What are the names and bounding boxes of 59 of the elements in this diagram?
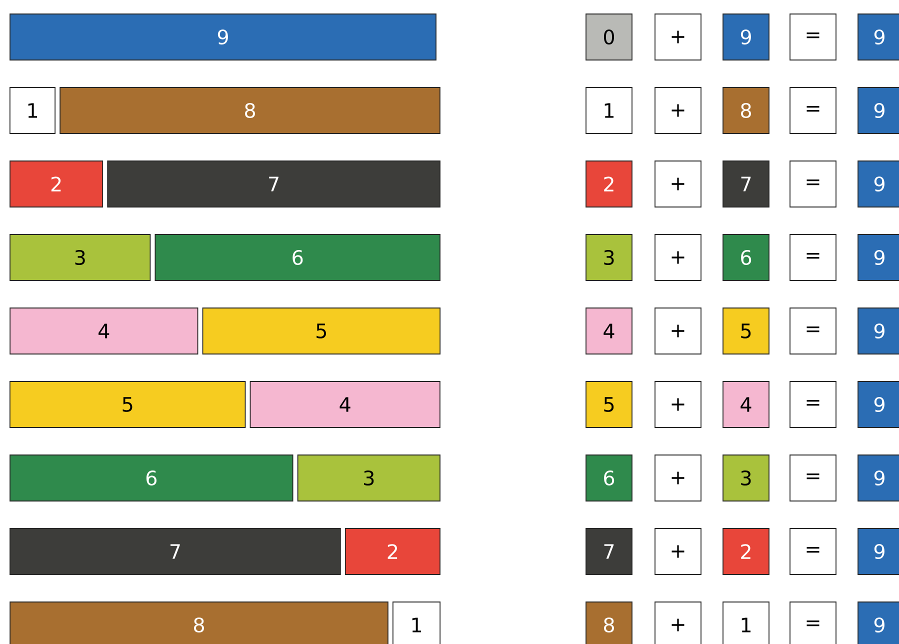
rod: 4 — [250, 381, 440, 428]
number-square: 6 — [722, 234, 770, 281]
number-square: 7 — [586, 528, 632, 575]
sign-square: + — [654, 87, 702, 134]
number-square: 4 — [586, 308, 632, 354]
number-square: 9 — [858, 14, 899, 60]
number-square: 8 — [586, 602, 632, 644]
number-square: 5 — [586, 381, 632, 428]
sign-square: = — [790, 14, 836, 60]
number-square: 9 — [858, 87, 899, 134]
number-square: 6 — [586, 454, 632, 502]
rod: 3 — [10, 234, 151, 281]
rod: 4 — [10, 308, 198, 354]
rod: 5 — [10, 381, 246, 428]
rod: 7 — [10, 528, 341, 575]
number-square: 9 — [858, 160, 899, 208]
rod: 3 — [297, 454, 440, 502]
sign-square: + — [654, 454, 702, 502]
number-square: 9 — [858, 602, 899, 644]
sign-square: + — [654, 14, 702, 60]
number-square: 9 — [722, 14, 770, 60]
number-square: 9 — [858, 528, 899, 575]
sign-square: = — [790, 87, 836, 134]
sign-square: + — [654, 528, 702, 575]
number-square: 9 — [858, 454, 899, 502]
sign-square: + — [654, 308, 702, 354]
rod: 8 — [60, 87, 440, 134]
sign-square: = — [790, 308, 836, 354]
number-square: 9 — [858, 234, 899, 281]
number-square: 0 — [586, 14, 632, 60]
rod: 6 — [154, 234, 440, 281]
number-square: 3 — [586, 234, 632, 281]
sign-square: = — [790, 528, 836, 575]
sign-square: = — [790, 160, 836, 208]
number-square: 2 — [586, 160, 632, 208]
rod: 6 — [10, 454, 294, 502]
number-square: 5 — [722, 308, 770, 354]
number-square: 4 — [722, 381, 770, 428]
rod: 5 — [202, 308, 440, 354]
number-square: 3 — [722, 454, 770, 502]
number-square: 8 — [722, 87, 770, 134]
sign-square: = — [790, 454, 836, 502]
sign-square: = — [790, 381, 836, 428]
number-square: 9 — [858, 308, 899, 354]
rod: 1 — [10, 87, 56, 134]
rod: 7 — [107, 160, 440, 208]
number-square: 7 — [722, 160, 770, 208]
sign-square: = — [790, 234, 836, 281]
number-square: 2 — [722, 528, 770, 575]
number-square: 1 — [586, 87, 632, 134]
sign-square: + — [654, 160, 702, 208]
rod: 2 — [344, 528, 440, 575]
sign-square: + — [654, 381, 702, 428]
rod: 9 — [10, 14, 436, 60]
rod: 1 — [392, 602, 440, 644]
sign-square: + — [654, 234, 702, 281]
rod: 2 — [10, 160, 104, 208]
number-square: 9 — [858, 381, 899, 428]
rod: 8 — [10, 602, 388, 644]
